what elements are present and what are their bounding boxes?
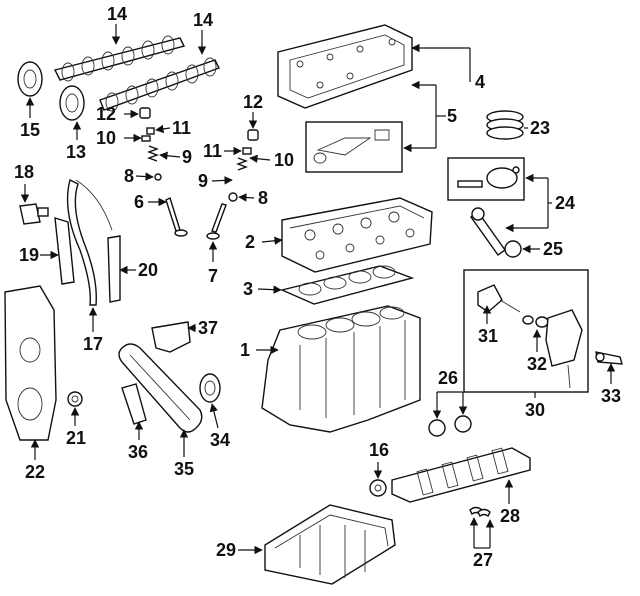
callout-22: 22 — [25, 462, 45, 482]
valve-cover — [277, 24, 413, 109]
thrust-washers — [469, 506, 491, 518]
callout-25: 25 — [543, 239, 563, 259]
oil-pan — [264, 504, 396, 585]
callout-10-left: 10 — [96, 128, 116, 148]
cam-sprocket-15 — [17, 61, 43, 97]
callout-3: 3 — [243, 279, 253, 299]
callout-30: 30 — [525, 400, 545, 420]
timing-chain-upper — [66, 178, 113, 306]
head-gasket — [279, 265, 415, 305]
crank-seal — [369, 479, 387, 497]
callout-4: 4 — [475, 72, 485, 92]
callout-34: 34 — [210, 430, 230, 450]
camshaft-intake — [53, 35, 186, 82]
timing-chain-35 — [118, 343, 203, 433]
connecting-rod — [470, 207, 506, 256]
callout-8-left: 8 — [124, 166, 134, 186]
engine-block — [261, 305, 421, 433]
piston-rings — [486, 110, 524, 140]
callout-1: 1 — [240, 340, 250, 360]
callout-5: 5 — [447, 106, 457, 126]
callout-19: 19 — [19, 245, 39, 265]
callout-29: 29 — [216, 540, 236, 560]
cam-sprocket-13 — [59, 85, 85, 121]
callout-16: 16 — [369, 440, 389, 460]
callout-14-right: 14 — [193, 10, 213, 30]
crank-sprocket — [199, 373, 221, 403]
callout-2: 2 — [245, 232, 255, 252]
callout-11-left: 11 — [172, 118, 191, 138]
callout-20: 20 — [138, 260, 158, 280]
callout-9-left: 9 — [182, 147, 192, 167]
chain-guide-36 — [121, 383, 147, 425]
timing-cover — [4, 285, 57, 441]
callout-17: 17 — [83, 334, 103, 354]
callout-10-right: 10 — [274, 150, 294, 170]
leader-lines — [20, 24, 616, 555]
callout-24: 24 — [555, 193, 575, 213]
callout-33: 33 — [601, 386, 621, 406]
callout-14-left: 14 — [107, 4, 127, 24]
callout-31: 31 — [478, 326, 498, 346]
chain-guide-37 — [151, 321, 191, 353]
valve-train-left — [139, 107, 188, 237]
vvt-solenoid-box — [463, 269, 589, 393]
callout-7: 7 — [208, 266, 218, 286]
callout-6: 6 — [134, 192, 144, 212]
callout-23: 23 — [530, 118, 550, 138]
front-seal — [67, 391, 83, 407]
main-bearings — [428, 415, 472, 437]
callout-9-right: 9 — [198, 171, 208, 191]
callout-13: 13 — [66, 142, 86, 162]
callout-35: 35 — [174, 459, 194, 479]
chain-guide-20 — [107, 235, 121, 303]
callout-28: 28 — [500, 506, 520, 526]
callout-8-right: 8 — [258, 188, 268, 208]
crankshaft — [391, 447, 531, 503]
rod-bearing — [504, 240, 522, 258]
tensioner-18 — [19, 203, 49, 225]
callout-11-right: 11 — [203, 141, 222, 161]
cylinder-head — [281, 197, 433, 273]
callout-32: 32 — [527, 354, 547, 374]
piston-assembly — [447, 157, 525, 201]
callout-36: 36 — [128, 442, 148, 462]
callout-18: 18 — [14, 162, 34, 182]
valve-cover-gaskets — [305, 121, 403, 173]
callout-12-left: 12 — [96, 104, 116, 124]
sensor-33 — [595, 351, 623, 365]
chain-guide-19 — [54, 217, 75, 285]
callout-21: 21 — [66, 428, 86, 448]
callout-37: 37 — [198, 318, 218, 338]
valve-train-right — [206, 129, 259, 240]
callout-26: 26 — [438, 368, 458, 388]
callout-27: 27 — [473, 550, 493, 570]
callout-labels: 14 14 15 13 12 10 11 9 8 6 12 11 10 9 8 … — [14, 4, 621, 570]
camshaft-exhaust — [99, 57, 220, 112]
callout-15: 15 — [20, 120, 40, 140]
callout-12-right: 12 — [243, 92, 263, 112]
